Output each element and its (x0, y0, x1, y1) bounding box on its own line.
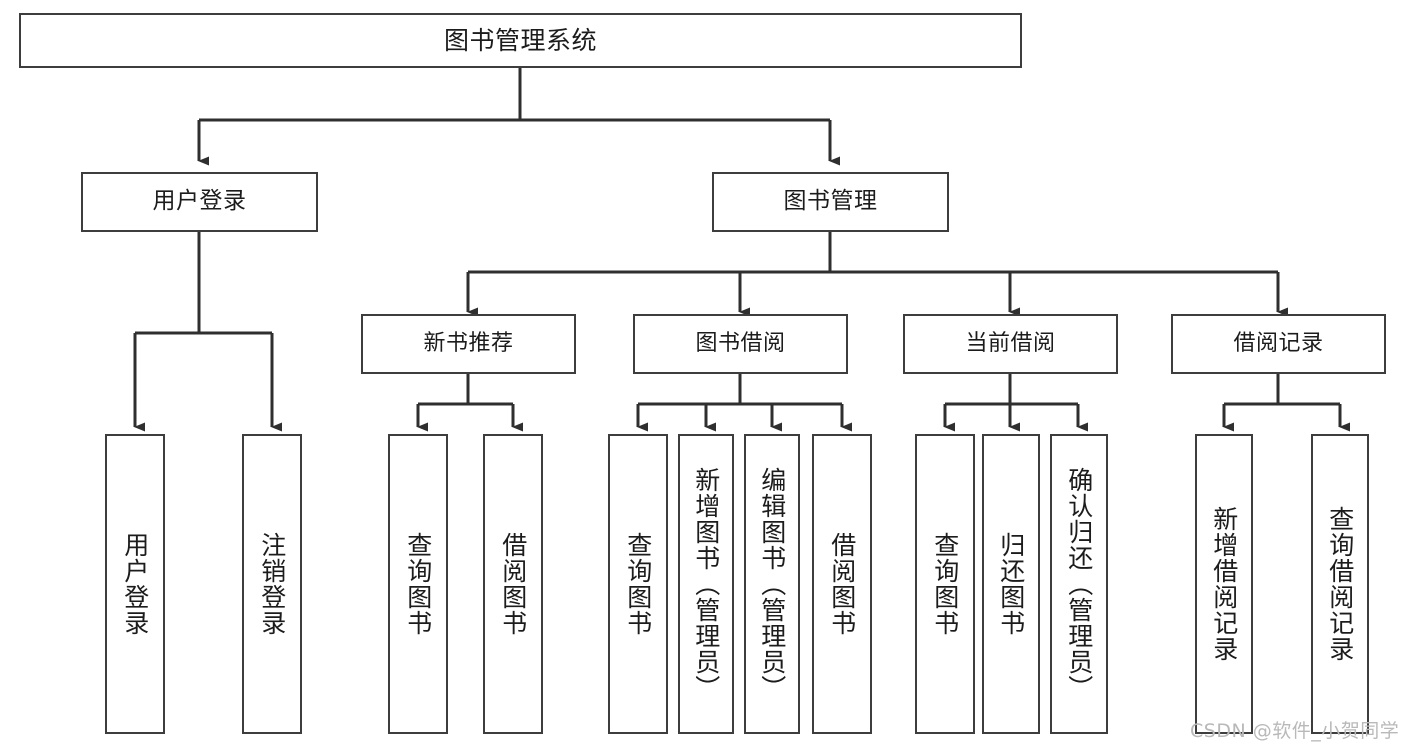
node-label: 查询图书 (623, 532, 653, 636)
node-user-login[interactable]: 用户登录 (81, 172, 318, 232)
node-label: 归还图书 (996, 532, 1026, 636)
node-leaf-edit-book[interactable]: 编辑图书（管理员） (744, 434, 800, 734)
node-leaf-borrow-book-2[interactable]: 借阅图书 (812, 434, 872, 734)
node-book-manage[interactable]: 图书管理 (712, 172, 949, 232)
node-leaf-logout-login[interactable]: 注销登录 (242, 434, 302, 734)
node-label: 编辑图书（管理员） (757, 467, 787, 701)
node-label: 注销登录 (257, 532, 287, 636)
node-leaf-query-borrow-record[interactable]: 查询借阅记录 (1311, 434, 1369, 734)
node-label: 新增图书（管理员） (691, 467, 721, 701)
node-leaf-query-book-3[interactable]: 查询图书 (915, 434, 975, 734)
node-label: 确认归还（管理员） (1064, 467, 1094, 701)
node-label: 新书推荐 (423, 331, 514, 357)
node-leaf-borrow-book-1[interactable]: 借阅图书 (483, 434, 543, 734)
node-label: 借阅图书 (827, 532, 857, 636)
node-leaf-confirm-return[interactable]: 确认归还（管理员） (1050, 434, 1108, 734)
node-borrow-record[interactable]: 借阅记录 (1171, 314, 1386, 374)
node-book-borrow[interactable]: 图书借阅 (633, 314, 848, 374)
node-label: 图书管理 (783, 188, 878, 215)
node-root-system[interactable]: 图书管理系统 (19, 13, 1022, 68)
node-label: 借阅图书 (498, 532, 528, 636)
node-label: 查询借阅记录 (1325, 506, 1355, 662)
node-label: 图书管理系统 (443, 25, 597, 55)
node-label: 用户登录 (152, 188, 247, 215)
node-label: 图书借阅 (695, 331, 786, 357)
node-label: 新增借阅记录 (1209, 506, 1239, 662)
node-leaf-query-book-2[interactable]: 查询图书 (608, 434, 668, 734)
node-leaf-user-login[interactable]: 用户登录 (105, 434, 165, 734)
node-leaf-add-borrow-record[interactable]: 新增借阅记录 (1195, 434, 1253, 734)
node-label: 查询图书 (403, 532, 433, 636)
node-current-borrow[interactable]: 当前借阅 (903, 314, 1118, 374)
node-label: 借阅记录 (1233, 331, 1324, 357)
node-label: 当前借阅 (965, 331, 1056, 357)
node-leaf-return-book[interactable]: 归还图书 (982, 434, 1040, 734)
node-label: 查询图书 (930, 532, 960, 636)
node-new-book-recommend[interactable]: 新书推荐 (361, 314, 576, 374)
node-leaf-add-book[interactable]: 新增图书（管理员） (678, 434, 734, 734)
node-leaf-query-book-1[interactable]: 查询图书 (388, 434, 448, 734)
csdn-watermark: CSDN @软件_小贺同学 (1190, 720, 1400, 742)
node-label: 用户登录 (120, 532, 150, 636)
